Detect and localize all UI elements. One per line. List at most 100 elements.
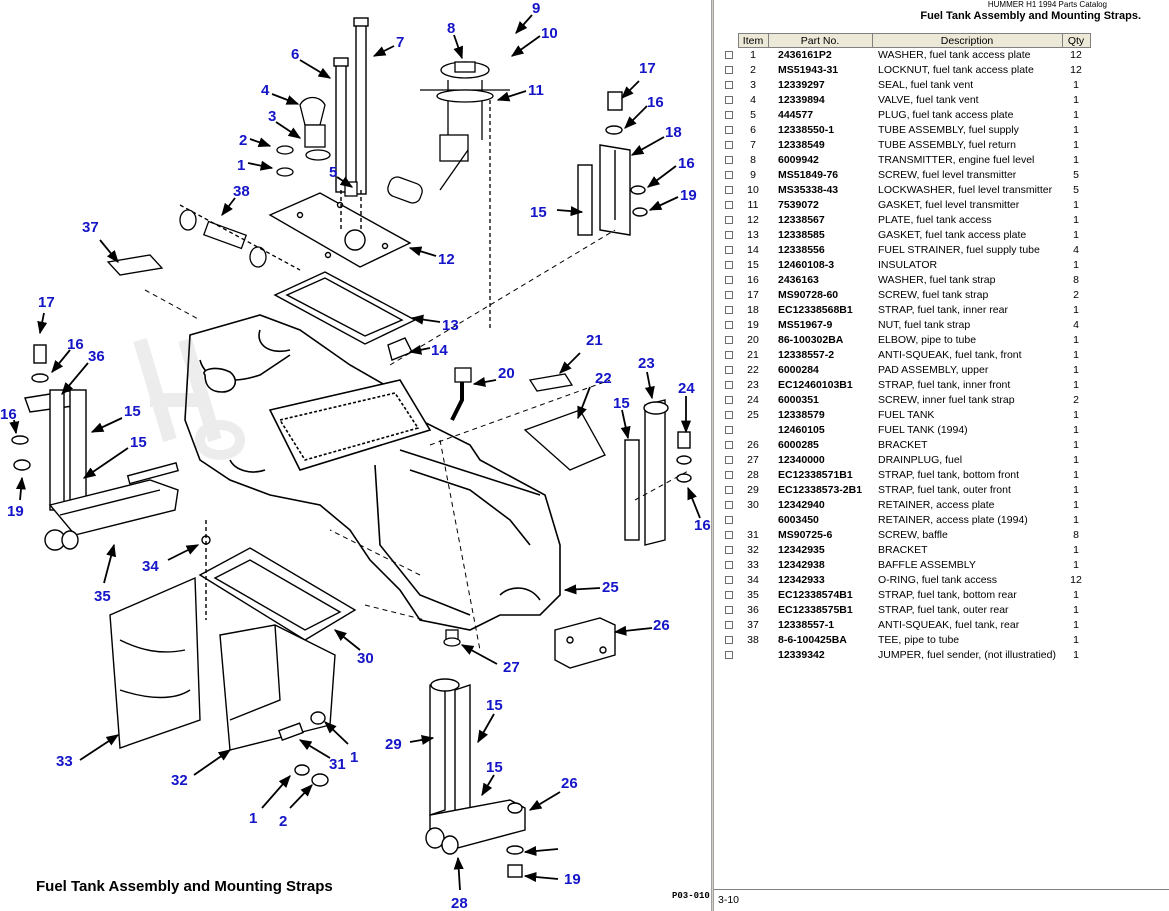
checkbox[interactable] [725,126,733,135]
checkbox[interactable] [725,66,733,75]
row-checkbox[interactable] [720,63,738,78]
header-part-no[interactable]: Part No. [767,33,873,48]
checkbox[interactable] [725,96,733,105]
checkbox[interactable] [725,276,733,285]
row-checkbox[interactable] [720,528,738,543]
checkbox[interactable] [725,51,733,60]
checkbox[interactable] [725,291,733,300]
checkbox[interactable] [725,471,733,480]
row-checkbox[interactable] [720,318,738,333]
checkbox[interactable] [725,141,733,150]
checkbox[interactable] [725,396,733,405]
row-checkbox[interactable] [720,378,738,393]
row-checkbox[interactable] [720,513,738,528]
checkbox[interactable] [725,321,733,330]
row-checkbox[interactable] [720,333,738,348]
checkbox[interactable] [725,261,733,270]
checkbox[interactable] [725,516,733,525]
row-checkbox[interactable] [720,393,738,408]
checkbox[interactable] [725,426,733,435]
row-checkbox[interactable] [720,228,738,243]
row-checkbox[interactable] [720,303,738,318]
header-description[interactable]: Description [871,33,1063,48]
checkbox[interactable] [725,336,733,345]
checkbox[interactable] [725,651,733,660]
checkbox[interactable] [725,246,733,255]
checkbox[interactable] [725,156,733,165]
row-checkbox[interactable] [720,183,738,198]
checkbox[interactable] [725,636,733,645]
checkbox[interactable] [725,546,733,555]
row-checkbox[interactable] [720,198,738,213]
pane-splitter[interactable] [711,0,714,911]
checkbox[interactable] [725,606,733,615]
checkbox[interactable] [725,621,733,630]
row-checkbox[interactable] [720,438,738,453]
row-checkbox[interactable] [720,348,738,363]
checkbox[interactable] [725,501,733,510]
row-checkbox[interactable] [720,153,738,168]
row-checkbox[interactable] [720,558,738,573]
row-checkbox[interactable] [720,363,738,378]
row-checkbox[interactable] [720,498,738,513]
row-checkbox[interactable] [720,648,738,663]
row-checkbox[interactable] [720,93,738,108]
row-checkbox[interactable] [720,633,738,648]
row-checkbox[interactable] [720,483,738,498]
checkbox[interactable] [725,561,733,570]
row-checkbox[interactable] [720,243,738,258]
checkbox[interactable] [725,231,733,240]
row-checkbox[interactable] [720,168,738,183]
row-checkbox[interactable] [720,258,738,273]
row-checkbox[interactable] [720,573,738,588]
checkbox[interactable] [725,216,733,225]
row-checkbox[interactable] [720,453,738,468]
checkbox[interactable] [725,171,733,180]
checkbox[interactable] [725,486,733,495]
row-checkbox[interactable] [720,468,738,483]
checkbox[interactable] [725,531,733,540]
row-checkbox[interactable] [720,213,738,228]
row-checkbox[interactable] [720,48,738,63]
checkbox[interactable] [725,576,733,585]
checkbox[interactable] [725,591,733,600]
row-checkbox[interactable] [720,588,738,603]
row-checkbox[interactable] [720,138,738,153]
row-checkbox[interactable] [720,78,738,93]
checkbox[interactable] [725,351,733,360]
header-item[interactable]: Item [737,33,769,48]
row-checkbox[interactable] [720,603,738,618]
checkbox[interactable] [725,441,733,450]
checkbox[interactable] [725,81,733,90]
